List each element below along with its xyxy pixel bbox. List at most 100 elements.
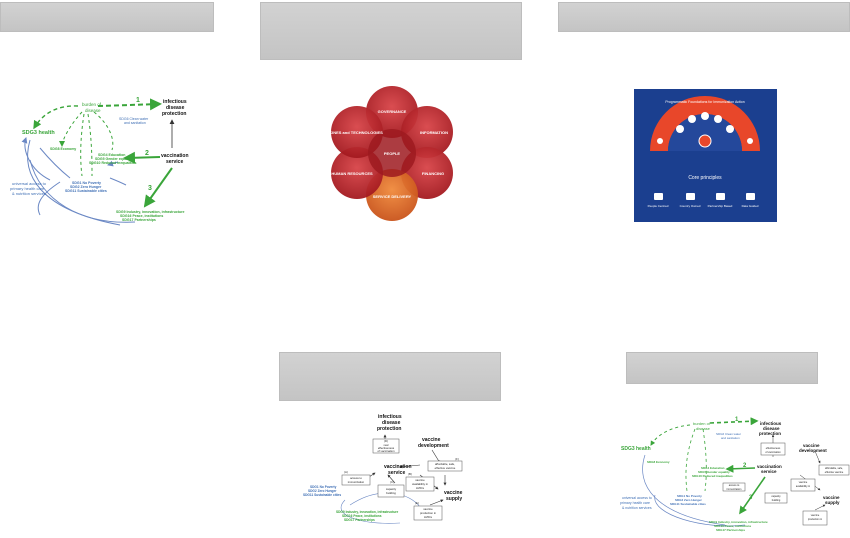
- petal-label-governance: GOVERNANCE: [378, 109, 407, 114]
- header-bar-top-middle: [260, 2, 522, 60]
- sdg8-label: SDG8 Economy: [50, 147, 76, 151]
- box-b-line2: availability in: [412, 482, 428, 486]
- b-infectious-1: infectious: [378, 414, 402, 420]
- sdg-diagram-a: 1 2 3 infectious disease protection burd…: [10, 97, 189, 226]
- arrow-number-3: 3: [148, 185, 152, 192]
- box-d-line3: of vaccination: [377, 449, 395, 453]
- uhc-label-3: & nutrition services: [12, 191, 46, 196]
- sdg1-label-1: SDG1 No Poverty: [72, 181, 101, 185]
- b-infectious-3: protection: [377, 426, 401, 432]
- header-bar-bottom-right: [626, 352, 818, 384]
- c-box-a-line2: immunization: [727, 488, 742, 491]
- priority-icon-5: [726, 125, 734, 133]
- c-box-f-line2: effective vaccine: [825, 471, 844, 474]
- sdg6-label-1: SDG6 Clean water: [119, 117, 149, 121]
- burden-label-1: burden of: [82, 102, 102, 107]
- sdg4-label-2: SDG5 Gender equality: [95, 157, 132, 161]
- box-b-line3: LMICs: [416, 486, 425, 490]
- lightbulb-icon: [747, 138, 753, 144]
- c-box-c: [764, 492, 788, 504]
- b-vacc-dev-1: vaccine: [422, 437, 441, 443]
- megaphone-icon: [657, 138, 663, 144]
- b-vacc-1: vaccination: [384, 464, 412, 470]
- c-burden-1: burden of: [693, 421, 711, 426]
- c-sdg1-1: SDG1 No Poverty: [677, 494, 702, 498]
- c-box-c-line1: capacity: [771, 495, 781, 498]
- b-sdg9-2: SDG16 Peace, institutions: [342, 514, 382, 518]
- sdg1-label-3: SDG11 Sustainable cities: [65, 189, 107, 193]
- principle-3: Partnership Based: [708, 204, 733, 208]
- principle-1: People Centred: [648, 204, 669, 208]
- infectious-label-2: disease: [166, 105, 185, 111]
- b-infectious-2: disease: [382, 420, 401, 426]
- box-d-line2: effectiveness: [378, 446, 395, 450]
- c-box-b: [790, 478, 816, 492]
- priority-icon-3: [701, 112, 709, 120]
- sdg3-label: SDG3 health: [22, 130, 55, 136]
- b-sdg1-2: SDG2 Zero Hunger: [308, 489, 337, 493]
- c-box-a-line1: access to: [729, 484, 740, 487]
- c-sdg3-label: SDG3 health: [621, 446, 651, 452]
- c-arrow-number-1: 1: [735, 417, 739, 423]
- box-d: [372, 438, 400, 454]
- c-infectious-1: infectious: [760, 421, 782, 426]
- c-box-e-line2: production in: [808, 518, 823, 521]
- box-c-line1: capacity: [386, 487, 397, 491]
- sdg9-label-1: SDG9 Industry, innovation, infrastructur…: [116, 210, 184, 214]
- priority-icon-4: [714, 115, 722, 123]
- c-box-e: [802, 510, 828, 526]
- c-arrow-number-2: 2: [743, 463, 747, 469]
- b-supply-1: vaccine: [444, 490, 463, 496]
- sdg4-label-3: SDG10 Reduced inequalities: [89, 161, 137, 165]
- principle-4: Data Guided: [742, 204, 759, 208]
- box-e: [413, 505, 443, 521]
- box-a: [341, 474, 371, 486]
- box-f-line2: effective vaccine: [435, 466, 456, 470]
- c-box-f: [818, 464, 850, 476]
- b-sdg9-1: SDG9 Industry, innovation, infrastructur…: [336, 510, 399, 514]
- box-a-line2: immunization: [348, 480, 365, 484]
- c-box-c-line2: building: [772, 499, 781, 502]
- arrow-number-1: 1: [136, 97, 140, 104]
- c-sdg4-2: SDG5 Gender equality: [698, 470, 730, 474]
- header-bar-top-left: [0, 2, 214, 32]
- box-b-line1: vaccine: [415, 478, 425, 482]
- handshake-icon: [716, 193, 725, 200]
- vaccine-supply-diagram: infectious disease protection vaccine de…: [303, 414, 463, 524]
- box-b-tag: (B): [408, 472, 412, 476]
- arc-title: Programmatic Foundations for Immunizatio…: [665, 100, 744, 104]
- header-bar-top-right: [558, 2, 850, 32]
- c-sdg4-3: SDG10 Reduced inequalities: [692, 474, 733, 478]
- b-supply-2: supply: [446, 496, 462, 502]
- box-e-tag: (E): [415, 501, 419, 505]
- c-uhc-2: primary health care: [620, 501, 650, 505]
- c-vacc-dev-1: vaccine: [803, 443, 820, 448]
- c-sdg1-3: SDG11 Sustainable cities: [670, 502, 706, 506]
- box-f-tag: (F): [455, 457, 459, 461]
- box-d-line1: real: [384, 443, 389, 447]
- sdg1-label-2: SDG2 Zero Hunger: [70, 185, 102, 189]
- b-sdg1-1: SDG1 No Poverty: [310, 485, 337, 489]
- c-burden-2: disease: [696, 426, 711, 431]
- burden-label-2: disease: [85, 108, 101, 113]
- box-e-line1: vaccine: [423, 507, 433, 511]
- sdg6-label-2: and sanitation: [124, 121, 146, 125]
- box-c-line2: building: [386, 491, 396, 495]
- sdg9-label-3: SDG17 Partnerships: [122, 218, 156, 222]
- infectious-label-3: protection: [162, 111, 186, 117]
- c-infectious-3: protection: [759, 431, 781, 436]
- b-sdg1-3: SDG11 Sustainable cities: [303, 493, 341, 497]
- c-box-d-line1: effectiveness: [766, 447, 781, 450]
- principle-2: Country Owned: [680, 204, 701, 208]
- box-e-line3: LMICs: [424, 515, 433, 519]
- box-f: [427, 460, 463, 472]
- petal-label-medicines: MEDICINES and TECHNOLOGIES: [319, 130, 383, 135]
- poster-arc: [650, 96, 760, 151]
- country-icon: [686, 193, 695, 200]
- c-supply-2: supply: [825, 500, 840, 505]
- c-uhc-3: & nutrition services: [622, 506, 652, 510]
- c-sdg6-1: SDG6 Clean water: [716, 432, 741, 436]
- vacc-label-1: vaccination: [161, 153, 189, 159]
- petal-label-human-resources: HUMAN RESOURCES: [331, 171, 373, 176]
- sdg9-label-2: SDG16 Peace, institutions: [120, 214, 163, 218]
